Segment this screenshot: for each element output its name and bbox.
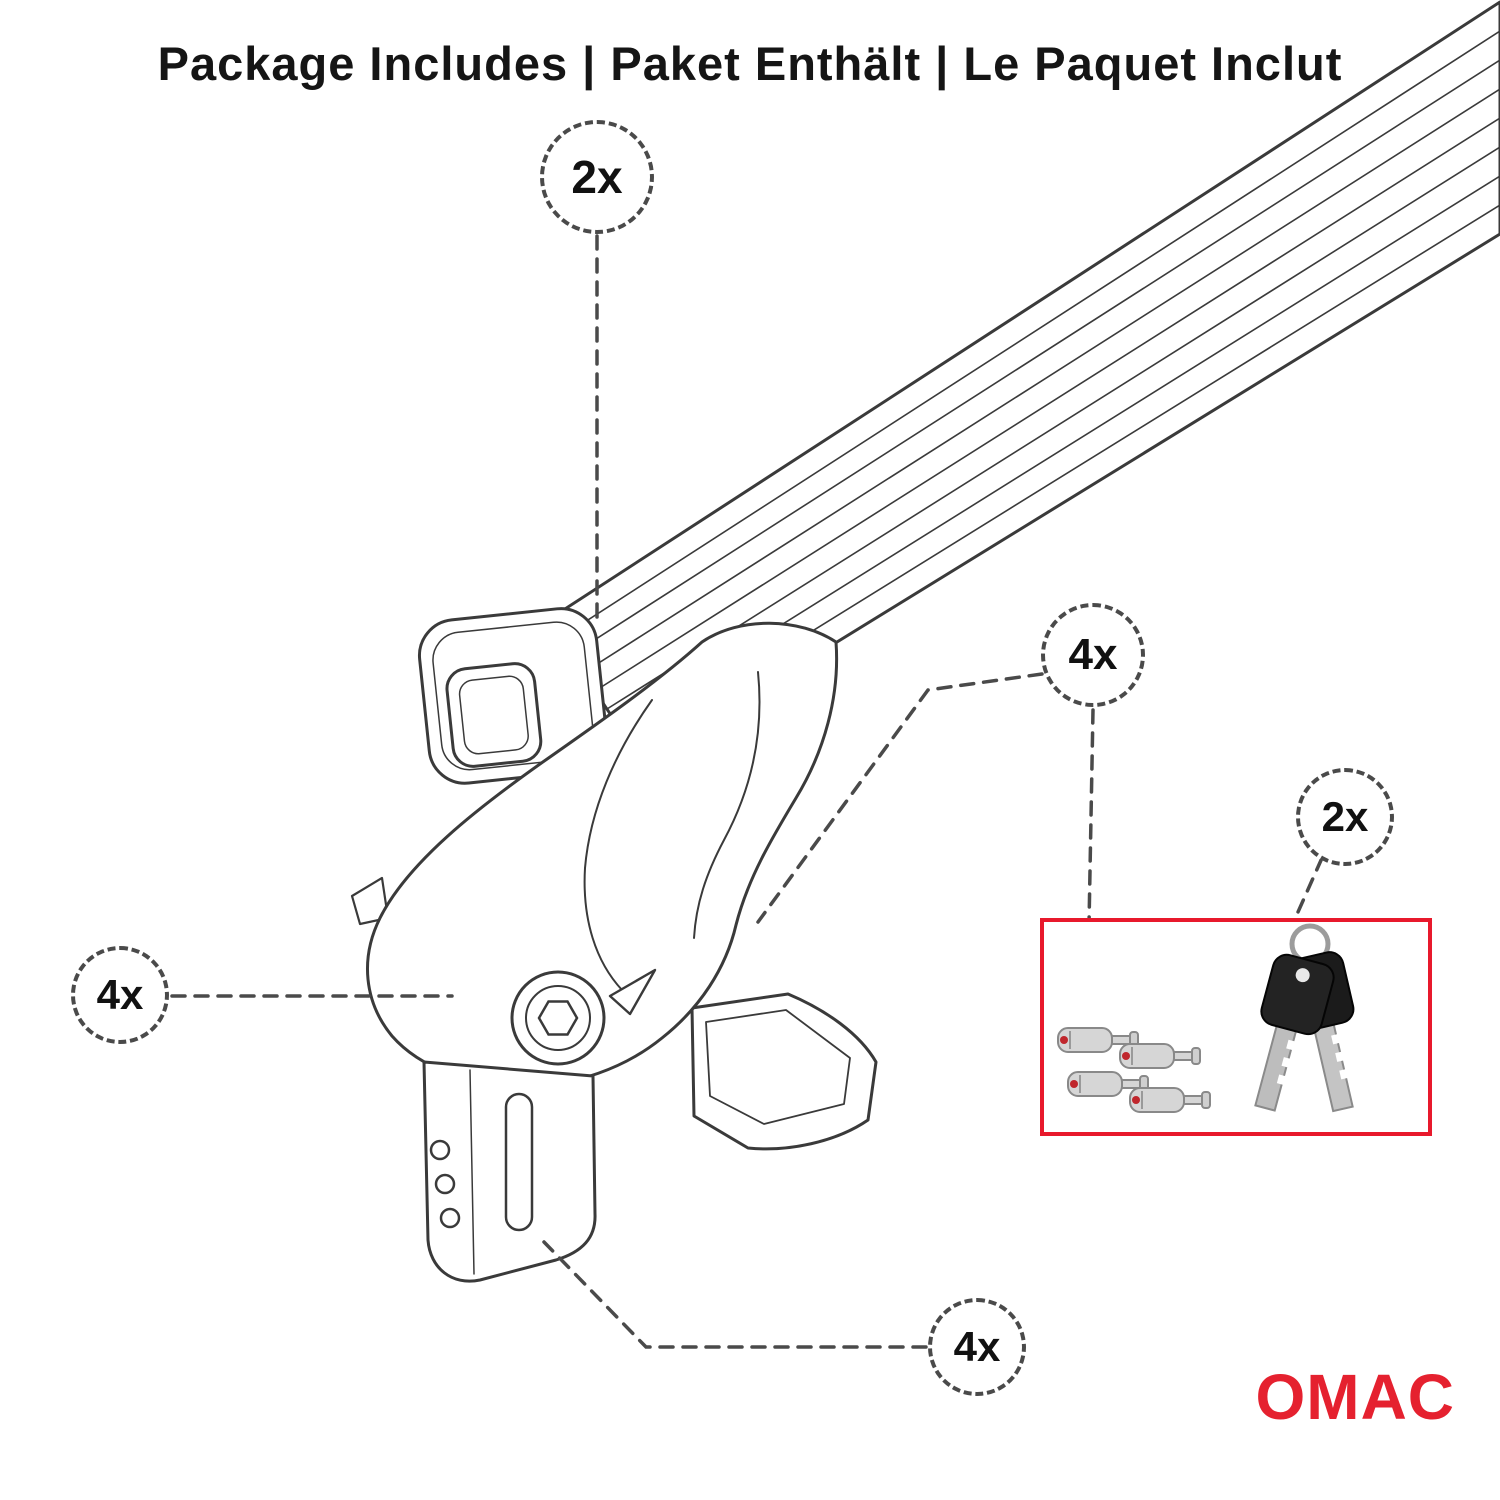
callout-lock-bolts-qty: 4x	[1041, 603, 1145, 707]
callout-clamp-qty: 4x	[928, 1298, 1026, 1396]
crossbar-drawing	[546, 0, 1500, 764]
bolt-drawing	[510, 970, 606, 1066]
lock-cylinders-photo	[1057, 1027, 1211, 1113]
leader-clamp	[542, 1240, 928, 1349]
leader-keys	[1288, 856, 1324, 932]
callout-crossbar-qty: 2x	[540, 120, 654, 234]
omac-logo: OMAC	[1255, 1361, 1455, 1433]
end-cap-drawing	[417, 607, 609, 785]
keys-photo	[1254, 923, 1355, 1113]
page-title: Package Includes | Paket Enthält | Le Pa…	[157, 37, 1343, 90]
callout-keys-qty: 2x	[1296, 768, 1394, 866]
hardware-box-outline	[1040, 918, 1432, 1136]
mounting-foot-drawing	[350, 621, 878, 1151]
leader-bolts-to-foot	[756, 672, 1044, 924]
leader-lines	[170, 234, 1324, 1349]
clamp-drawing	[422, 1060, 597, 1283]
callout-foot-qty: 4x	[71, 946, 169, 1044]
leader-bolts-to-box	[1085, 708, 1095, 1034]
